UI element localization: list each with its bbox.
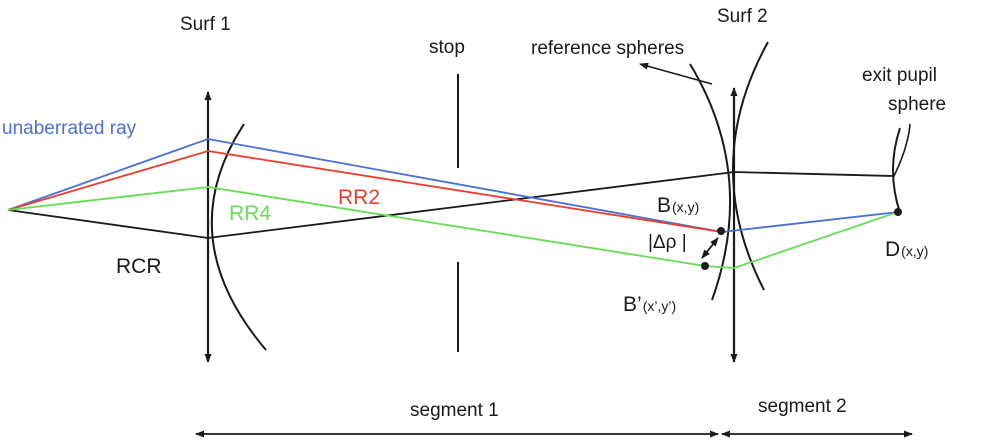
reference-spheres-arrow [639,62,713,85]
stop-label: stop [429,37,465,58]
reference-sphere-right [731,41,769,291]
rr4-label: RR4 [229,202,271,225]
rcr-label: RCR [116,255,162,278]
exit-pupil-callout [892,123,911,179]
unaberrated-ray [7,138,899,233]
rr2-label: RR2 [338,186,380,209]
point-d [894,208,902,216]
delta-rho-label: |Δρ | [648,232,687,253]
reference-sphere-left [689,63,731,301]
b-label: B(x,y) [657,194,699,217]
surf-1-label: Surf 1 [180,14,231,35]
delta-rho-arrow [701,237,719,259]
b-prime-label: B’(x’,y’) [623,293,676,316]
unaberrated-ray-label: unaberrated ray [2,118,137,139]
segment-2-label: segment 2 [758,396,847,417]
point-b [717,227,725,235]
reference-spheres-label: reference spheres [531,38,684,59]
rr2-ray [7,150,723,233]
segment-1-label: segment 1 [410,400,499,421]
exit-pupil-label-2: sphere [888,94,946,115]
point-b-prime [701,262,709,270]
exit-pupil-sphere [892,127,901,214]
rcr-ray [7,171,894,239]
surf-2-label: Surf 2 [717,6,768,27]
d-label: D(x,y) [885,238,928,261]
exit-pupil-label-1: exit pupil [862,65,937,86]
